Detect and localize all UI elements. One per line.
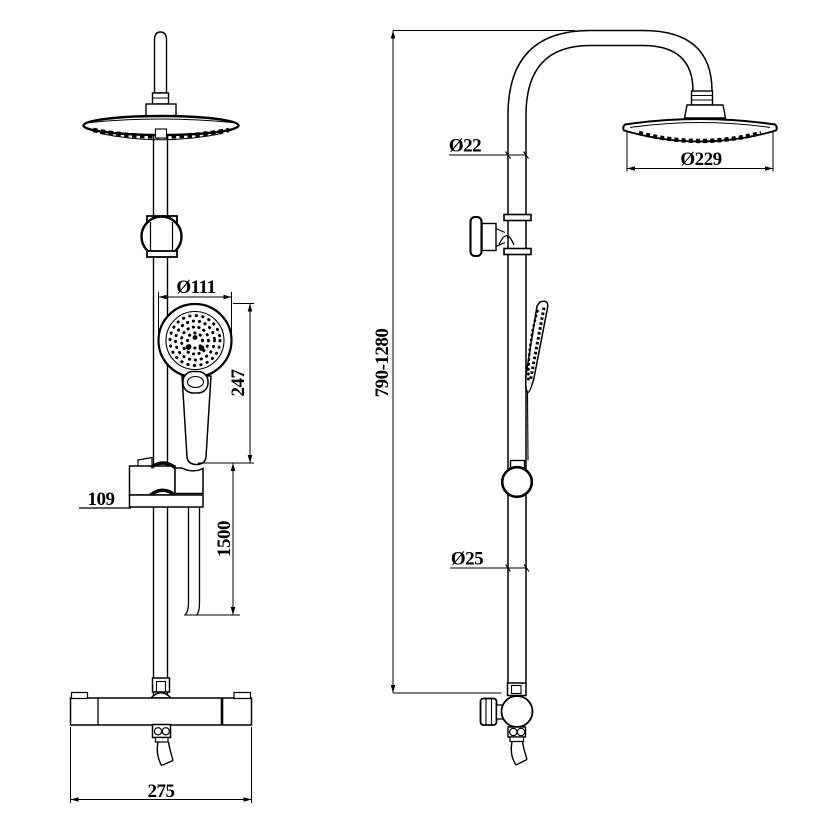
dim-adjustable-height: 790-1280 bbox=[372, 30, 575, 694]
head-connector-front bbox=[145, 92, 177, 118]
label-riser-diameter: Ø22 bbox=[449, 136, 481, 157]
mixer-valve-front bbox=[69, 677, 253, 767]
dim-overhead-diameter: Ø229 bbox=[626, 132, 774, 172]
handshower-handle-front bbox=[181, 375, 212, 466]
label-overhead-diameter: Ø229 bbox=[680, 149, 721, 170]
dim-riser-diameter: Ø22 bbox=[449, 136, 529, 159]
dim-mixer-width: 275 bbox=[70, 727, 252, 803]
label-bracket-size: 109 bbox=[88, 489, 115, 510]
top-pipe-front bbox=[153, 31, 168, 94]
mixer-left-cap-tab bbox=[70, 691, 89, 700]
label-hose-length: 1500 bbox=[214, 521, 235, 557]
mixer-valve-side bbox=[479, 682, 534, 766]
knob-stem bbox=[481, 222, 497, 252]
overhead-shower-side bbox=[622, 90, 778, 144]
handshower-button bbox=[182, 370, 209, 394]
hose-outlet-front bbox=[151, 723, 174, 767]
side-view: 790-1280 Ø22 Ø25 Ø229 bbox=[372, 29, 778, 766]
label-adjustable-height: 790-1280 bbox=[372, 329, 393, 398]
label-handshower-diameter: Ø111 bbox=[176, 277, 215, 298]
riser-pipe-front bbox=[152, 116, 169, 699]
handshower-front bbox=[157, 302, 233, 466]
slider-bracket-front bbox=[128, 456, 204, 508]
overhead-shower-front bbox=[82, 114, 240, 141]
dim-bracket-size: 109 bbox=[79, 489, 131, 510]
label-mixer-width: 275 bbox=[148, 781, 175, 802]
head-hub-front bbox=[154, 128, 168, 139]
mixer-body-side bbox=[500, 695, 534, 728]
riser-pipe-side-inner bbox=[525, 44, 694, 683]
diverter-knob-side bbox=[469, 213, 532, 258]
label-lower-pipe-diameter: Ø25 bbox=[451, 549, 483, 570]
handshower-nozzles bbox=[168, 314, 222, 367]
knob-disc bbox=[469, 215, 483, 258]
front-view: Ø111 247 1500 109 275 bbox=[69, 31, 254, 803]
dim-lower-pipe-diameter: Ø25 bbox=[450, 549, 530, 572]
label-handshower-length: 247 bbox=[228, 369, 249, 397]
shower-hose-front bbox=[184, 507, 201, 616]
dim-handshower-diameter: Ø111 bbox=[158, 277, 232, 345]
handshower-side bbox=[524, 300, 549, 461]
mixer-right-cap-tab bbox=[233, 691, 252, 700]
riser-pipe-side-outer bbox=[507, 29, 713, 683]
dim-hose-length: 1500 bbox=[184, 463, 240, 616]
ball-joint-front bbox=[140, 215, 183, 258]
mixer-handle-nut bbox=[479, 697, 498, 726]
dim-handshower-length: 247 bbox=[198, 303, 254, 464]
handle-cup bbox=[174, 467, 204, 495]
hose-outlet-side bbox=[507, 726, 528, 766]
bracket-plate bbox=[128, 494, 204, 508]
holder-knob-side bbox=[500, 459, 534, 499]
